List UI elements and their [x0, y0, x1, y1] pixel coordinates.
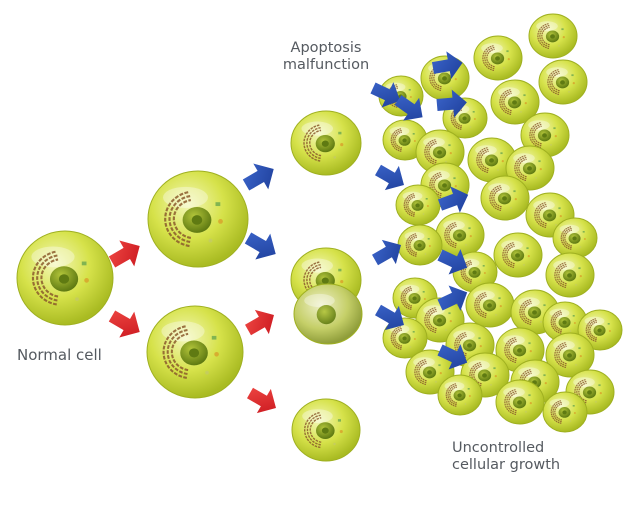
red-arrow-3	[245, 309, 274, 336]
tumor-cell-37	[437, 374, 483, 416]
tumor-cell-32	[545, 332, 595, 378]
tumor-cell-20	[493, 232, 543, 278]
normal-cell-label: Normal cell	[17, 346, 102, 364]
red-arrow-lower	[108, 310, 140, 338]
tumor-cell-4	[538, 59, 588, 105]
granddaughter-cell-4	[291, 398, 361, 462]
daughter-cell-lower	[146, 305, 244, 399]
tumor-cell-19	[397, 224, 443, 266]
blue-arrow-cluster-9	[437, 285, 468, 311]
blue-arrow-cluster-2	[431, 51, 463, 80]
blue-arrow-cluster-1	[370, 82, 401, 108]
tumor-cell-26	[542, 301, 588, 343]
tumor-cell-17	[552, 217, 598, 259]
tumor-cell-1	[528, 13, 578, 59]
blue-arrow-cluster-5	[372, 239, 401, 266]
tumor-cell-39	[542, 391, 588, 433]
blue-arrow-cluster-4	[375, 164, 404, 191]
blue-arrow-cluster-10	[437, 344, 468, 370]
blue-arrow-lower	[244, 232, 276, 260]
tumor-cell-24	[465, 282, 515, 328]
tumor-cell-15	[480, 175, 530, 221]
tumor-cell-38	[495, 379, 545, 425]
blue-arrow-cluster-3	[436, 89, 467, 118]
granddaughter-cell-1	[290, 110, 362, 176]
uncontrolled-label-line-1: Uncontrolled	[452, 440, 545, 456]
arrows-layer	[108, 51, 469, 414]
tumor-cell-6	[490, 79, 540, 125]
tumor-cell-21	[545, 252, 595, 298]
tumor-cell-14	[395, 184, 441, 226]
normal-cell	[16, 230, 114, 326]
uncontrolled-label-line-2: cellular growth	[452, 456, 561, 473]
daughter-cell-upper	[147, 170, 249, 268]
tumor-cell-2	[473, 35, 523, 81]
blue-arrow-cluster-7	[437, 186, 469, 213]
apoptosis-label-line-2: malfunction	[282, 56, 370, 73]
granddaughter-cell-3	[293, 283, 363, 345]
tumor-cell-12	[505, 145, 555, 191]
uncontrolled-growth-label: Uncontrolled cellular growth	[452, 440, 560, 473]
red-arrow-upper	[108, 240, 140, 268]
cells-layer	[16, 13, 623, 462]
blue-arrow-cluster-8	[437, 249, 468, 275]
apoptosis-label-line-1: Apoptosis	[290, 40, 362, 56]
blue-arrow-upper	[242, 163, 274, 191]
blue-arrow-cluster-6	[375, 304, 404, 331]
apoptosis-malfunction-label: Apoptosis malfunction	[266, 40, 386, 73]
tumor-cell-27	[577, 309, 623, 351]
red-arrow-4	[247, 387, 276, 414]
blue-arrow-cluster-11	[394, 95, 423, 121]
